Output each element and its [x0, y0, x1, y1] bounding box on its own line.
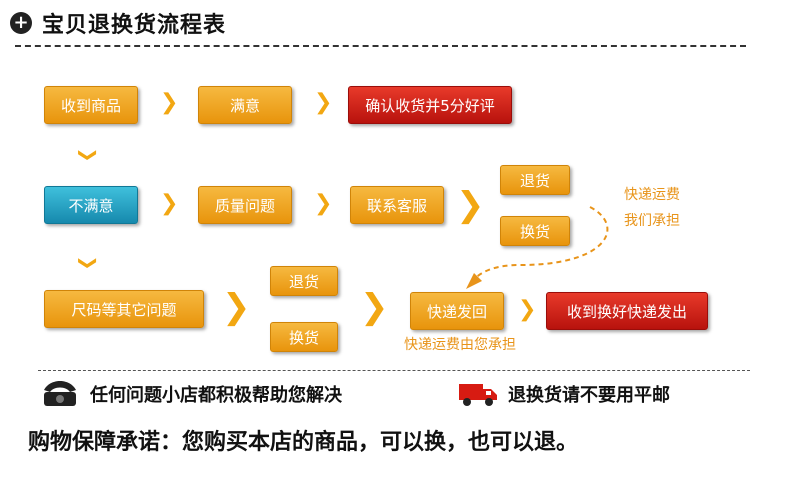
chevron-down-icon: ❯ — [77, 147, 99, 163]
step-size-issue: 尺码等其它问题 — [44, 290, 204, 328]
step-contact-service: 联系客服 — [350, 186, 444, 224]
step-exchange: 换货 — [500, 216, 570, 246]
delivery-truck-icon — [459, 384, 497, 406]
chevron-right-icon: ❯ — [160, 90, 179, 115]
step-unsatisfied: 不满意 — [44, 186, 138, 224]
chevron-right-large-icon: ❯ — [360, 287, 389, 327]
step-return-2: 退货 — [270, 266, 338, 296]
step-quality-issue: 质量问题 — [198, 186, 292, 224]
chevron-right-icon: ❯ — [518, 297, 537, 322]
no-surface-mail-text: 退换货请不要用平邮 — [508, 385, 670, 406]
chevron-right-large-icon: ❯ — [456, 185, 485, 225]
dashed-curve-arrow — [466, 206, 609, 289]
note-we-pay: 快递运费 我们承担 — [624, 187, 680, 229]
step-return: 退货 — [500, 165, 570, 195]
chevron-down-icon: ❯ — [77, 255, 99, 271]
help-text: 任何问题小店都积极帮助您解决 — [90, 385, 342, 406]
page-title: + 宝贝退换货流程表 — [10, 6, 226, 40]
chevron-right-icon: ❯ — [160, 191, 179, 216]
page-title-text: 宝贝退换货流程表 — [42, 13, 227, 38]
help-note: 任何问题小店都积极帮助您解决 — [42, 380, 342, 408]
no-surface-mail-note: 退换货请不要用平邮 — [458, 380, 670, 408]
step-receive-and-ship: 收到换好快递发出 — [546, 292, 708, 330]
section-divider — [38, 370, 750, 371]
step-ship-back: 快递发回 — [410, 292, 504, 330]
chevron-right-icon: ❯ — [314, 191, 333, 216]
step-exchange-2: 换货 — [270, 322, 338, 352]
title-divider — [15, 45, 746, 47]
shopping-guarantee: 购物保障承诺：您购买本店的商品，可以换，也可以退。 — [28, 430, 579, 455]
plus-circle-icon: + — [10, 12, 32, 34]
chevron-right-icon: ❯ — [314, 90, 333, 115]
note-you-pay: 快递运费由您承担 — [404, 337, 516, 353]
step-receive-goods: 收到商品 — [44, 86, 138, 124]
chevron-right-large-icon: ❯ — [222, 287, 251, 327]
step-confirm-receipt: 确认收货并5分好评 — [348, 86, 512, 124]
step-satisfied: 满意 — [198, 86, 292, 124]
telephone-icon — [44, 381, 76, 406]
